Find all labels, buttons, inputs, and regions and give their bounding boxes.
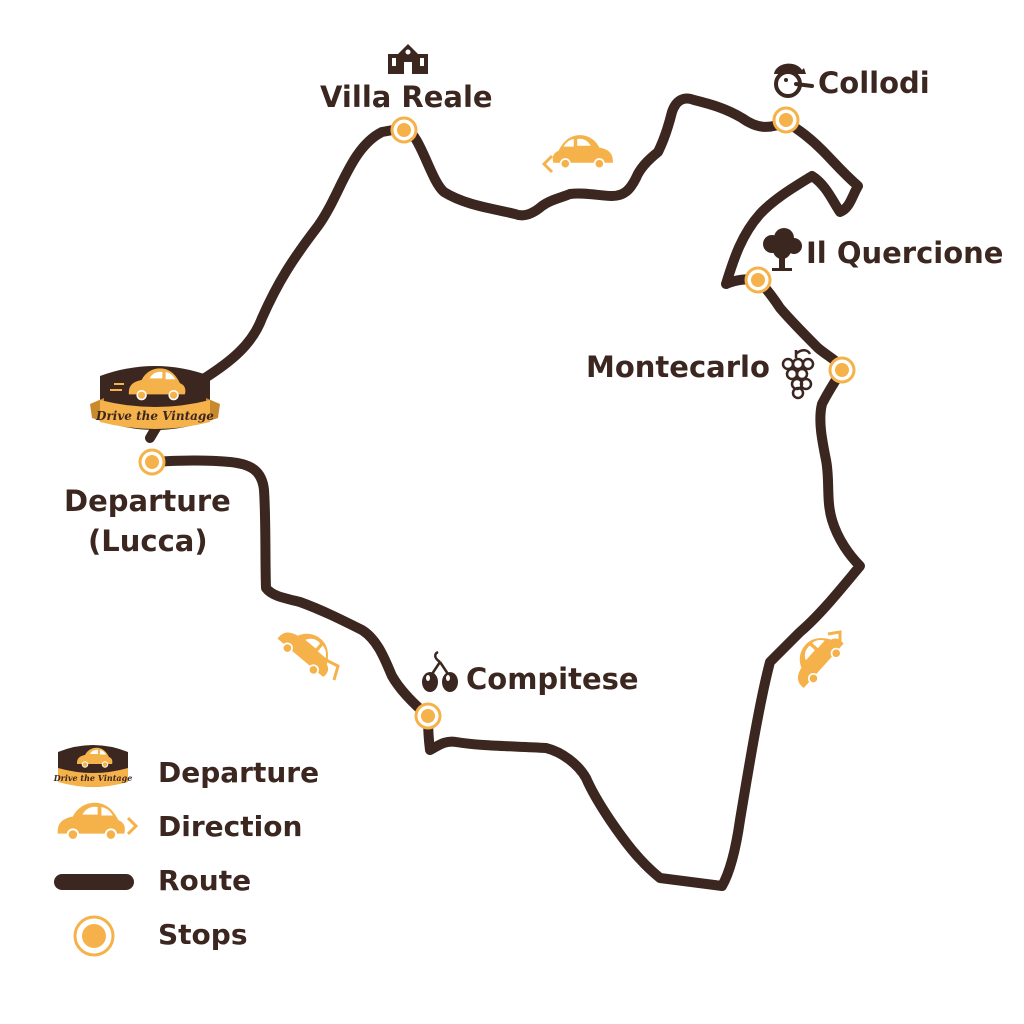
legend-stop-icon bbox=[73, 915, 115, 957]
villa-icon bbox=[388, 44, 428, 74]
stop-marker-collodi bbox=[772, 106, 800, 134]
legend-direction-label: Direction bbox=[158, 810, 303, 843]
legend-route-label: Route bbox=[158, 864, 252, 897]
stop-label-villa-reale: Villa Reale bbox=[320, 80, 493, 114]
direction-arrow-right bbox=[827, 630, 842, 646]
direction-car-left bbox=[273, 617, 342, 683]
legend-direction-icon bbox=[57, 802, 139, 841]
legend-badge-text: Drive the Vintage bbox=[53, 773, 133, 783]
legend-departure-icon: Drive the Vintage bbox=[53, 745, 133, 787]
pinocchio-icon bbox=[774, 63, 814, 98]
badge-text: Drive the Vintage bbox=[95, 409, 214, 423]
stop-marker-villa-reale bbox=[390, 116, 418, 144]
departure-badge: Drive the Vintage bbox=[90, 366, 220, 430]
route-line bbox=[145, 93, 865, 891]
stop-marker-il-quercione bbox=[744, 266, 772, 294]
stop-label-il-quercione: Il Quercione bbox=[806, 236, 1004, 270]
legend-departure-label: Departure bbox=[158, 756, 320, 789]
legend-stops-label: Stops bbox=[158, 918, 248, 951]
departure-label-line1: Departure bbox=[64, 484, 231, 518]
direction-arrow-left bbox=[325, 658, 340, 681]
departure-label-line2: (Lucca) bbox=[88, 524, 208, 558]
stop-marker-montecarlo bbox=[828, 356, 856, 384]
oak-tree-icon bbox=[763, 228, 802, 271]
stop-label-compitese: Compitese bbox=[466, 662, 639, 696]
stop-label-montecarlo: Montecarlo bbox=[586, 350, 770, 384]
stop-marker-departure bbox=[138, 448, 166, 476]
stop-marker-compitese bbox=[414, 702, 442, 730]
direction-car-top bbox=[552, 135, 613, 170]
legend-route-swatch bbox=[54, 874, 134, 890]
olives-icon bbox=[422, 650, 458, 692]
direction-arrow-top bbox=[541, 154, 554, 174]
stop-label-collodi: Collodi bbox=[818, 66, 930, 100]
grapes-icon bbox=[781, 349, 815, 400]
